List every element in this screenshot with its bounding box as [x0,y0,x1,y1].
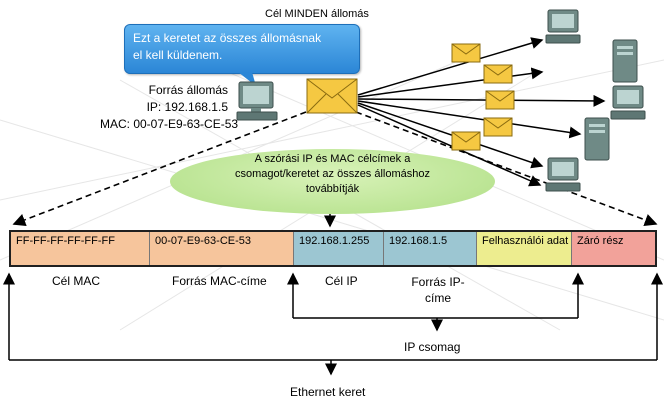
broadcast-note-line-2: csomagot/keretet az összes állomáshoz [234,168,431,180]
small-envelope-icon [451,43,481,63]
broadcast-note-line-1: A szórási IP és MAC célcímek a [254,153,411,165]
caption-src-ip-line-1: Forrás IP- [411,275,465,289]
field-user-data: Felhasználói adat [477,232,572,265]
desktop-computer-icon [610,85,646,120]
tower-server-icon [612,39,638,83]
bubble-line-1: Ezt a keretet az összes állomásnak [133,31,322,45]
envelope-icon [306,78,358,114]
desktop-computer-icon [545,157,581,192]
caption-dest-ip: Cél IP [325,274,358,288]
broadcast-note: A szórási IP és MAC célcímek a csomagot/… [170,149,495,214]
small-envelope-icon [485,90,515,110]
source-mac: MAC: 00-07-E9-63-CE-53 [100,117,239,131]
source-station-info: Forrás állomás IP: 192.168.1.5 [138,82,228,116]
field-src-ip: 192.168.1.5 [384,232,477,265]
field-dest-ip: 192.168.1.255 [294,232,384,265]
caption-src-mac: Forrás MAC-címe [172,274,267,288]
speech-bubble: Ezt a keretet az összes állomásnak el ke… [124,24,360,74]
small-envelope-icon [451,131,481,151]
broadcast-note-line-3: továbbítják [305,183,360,195]
caption-ethernet-frame: Ethernet keret [290,385,366,399]
small-envelope-icon [483,117,513,137]
caption-ip-packet: IP csomag [404,340,461,354]
bubble-line-2: el kell küldenem. [133,48,223,62]
caption-dest-mac: Cél MAC [52,274,101,288]
tower-server-icon [584,117,610,161]
small-envelope-icon [483,64,513,84]
caption-src-ip: Forrás IP- címe [400,274,476,306]
source-computer-icon [236,81,278,121]
desktop-computer-icon [545,9,581,44]
field-trailer: Záró rész [572,232,655,265]
field-src-mac: 00-07-E9-63-CE-53 [150,232,294,265]
caption-src-ip-line-2: címe [424,291,451,305]
field-dest-mac: FF-FF-FF-FF-FF-FF [11,232,150,265]
source-ip: IP: 192.168.1.5 [146,100,228,114]
ethernet-frame: FF-FF-FF-FF-FF-FF 00-07-E9-63-CE-53 192.… [9,230,657,267]
broadcast-destination-label: Cél MINDEN állomás [265,8,369,20]
source-title: Forrás állomás [148,83,228,97]
